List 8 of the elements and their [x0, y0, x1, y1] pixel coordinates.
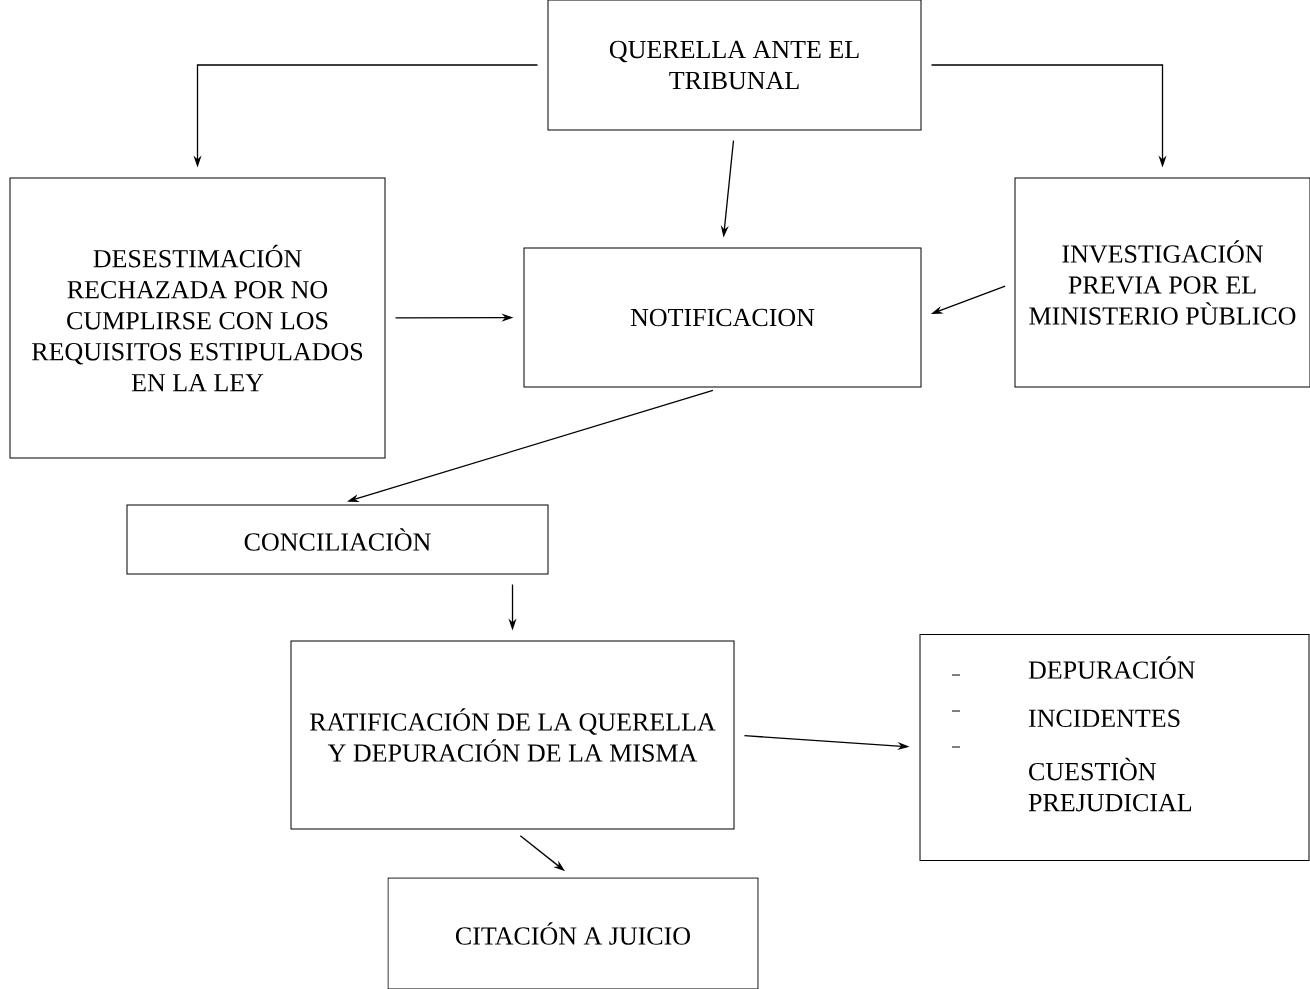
process-box: CITACIÓN A JUICIO: [387, 877, 759, 989]
process-box: DESESTIMACIÓN RECHAZADA POR NO CUMPLIRSE CON LOS REQUISITOS ESTIPULADOS EN LA LEY: [9, 177, 386, 459]
process-box: CONCILIACIÒN: [126, 504, 549, 575]
process-box: INVESTIGACIÓN PREVIA POR EL MINISTERIO PÙBLICO: [1014, 177, 1310, 388]
process-box: RATIFICACIÓN DE LA QUERELLA Y DEPURACIÓN DE LA MISMA: [290, 640, 735, 830]
process-box: NOTIFICACION: [523, 247, 922, 388]
process-box: QUERELLA ANTE EL TRIBUNAL: [547, 0, 922, 131]
process-box: DEPURACIÓN INCIDENTES CUESTIÒN PREJUDICIAL: [919, 634, 1310, 861]
